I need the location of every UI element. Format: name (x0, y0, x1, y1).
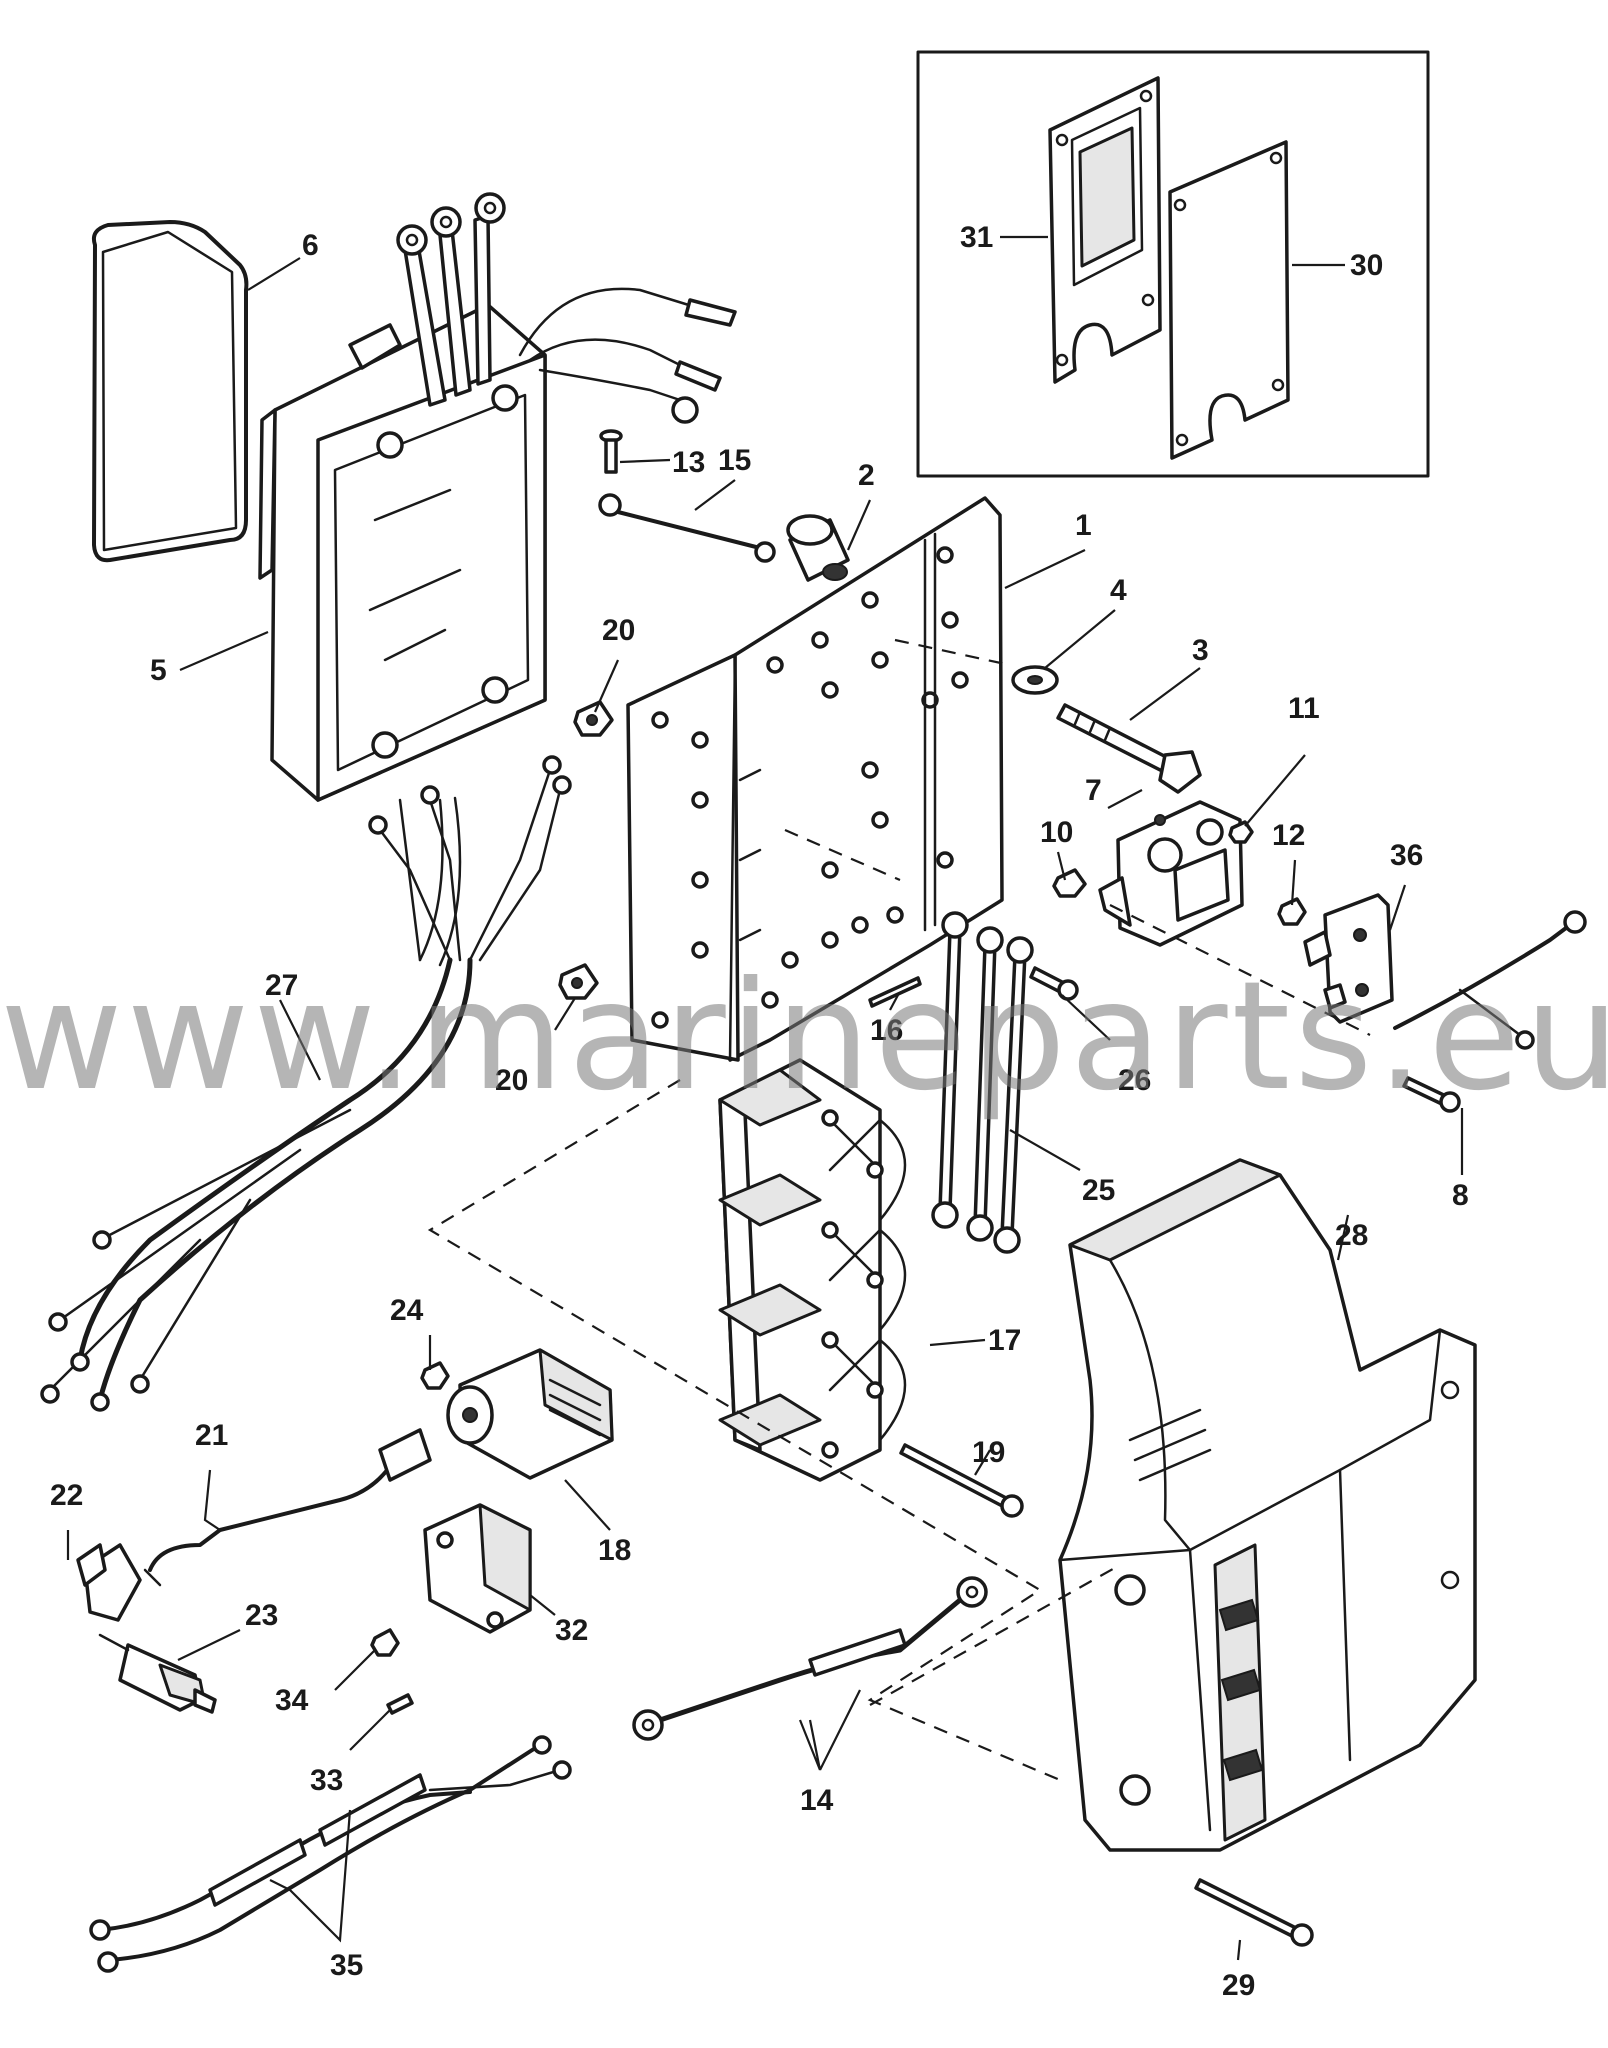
part-25-straps (931, 911, 1034, 1254)
part-3-bolt (1056, 703, 1202, 794)
callout-15: 15 (718, 444, 751, 477)
part-21-lead (143, 1428, 432, 1587)
callout-2: 2 (858, 459, 875, 492)
part-5-switch-box (258, 192, 737, 967)
part-32-box (423, 1503, 532, 1634)
callout-labels: 1 2 3 4 5 6 7 8 10 11 12 13 14 15 16 17 … (50, 221, 1469, 2002)
part-29-screw (1194, 1878, 1314, 1947)
callout-8: 8 (1452, 1179, 1469, 1212)
callout-19: 19 (972, 1436, 1005, 1469)
callout-35: 35 (330, 1949, 363, 1982)
part-18-rectifier (446, 1348, 614, 1480)
callout-27: 27 (265, 969, 298, 1002)
callout-20: 20 (602, 614, 635, 647)
part-27-harness (40, 755, 572, 1412)
callout-36: 36 (1390, 839, 1423, 872)
part-28-cover (1058, 1158, 1477, 1852)
callout-6: 6 (302, 229, 319, 262)
part-20-nut-lower (558, 963, 599, 1000)
callout-21: 21 (195, 1419, 228, 1452)
callout-31: 31 (960, 221, 993, 254)
part-2-spacer (786, 514, 850, 582)
callout-26: 26 (1118, 1064, 1151, 1097)
part-17-coil-bracket (718, 1058, 907, 1482)
callout-1: 1 (1075, 509, 1092, 542)
part-15-ground-wire (598, 493, 776, 563)
part-13-screw (599, 429, 623, 474)
callout-33: 33 (310, 1764, 343, 1797)
callout-4: 4 (1110, 574, 1127, 607)
callout-25: 25 (1082, 1174, 1115, 1207)
part-1-mounting-plate (626, 496, 1004, 1062)
part-14-wire (632, 1576, 988, 1741)
part-24-nut (420, 1361, 450, 1390)
callout-12: 12 (1272, 819, 1305, 852)
part-22-spark-plug-boot (76, 1543, 142, 1622)
part-6-gasket (91, 220, 249, 563)
part-8-screw (1402, 1076, 1461, 1113)
callout-28: 28 (1335, 1219, 1368, 1252)
callout-17: 17 (988, 1324, 1021, 1357)
callout-11: 11 (1288, 692, 1320, 725)
part-11-nut (1228, 820, 1254, 844)
part-16-pin (868, 976, 922, 1008)
part-26-screw (1029, 966, 1079, 1001)
callout-18: 18 (598, 1534, 631, 1567)
part-36-wire (1393, 923, 1572, 1030)
part-20-nut-upper (573, 700, 614, 737)
part-4-washer (1011, 665, 1059, 695)
part-34-nut (370, 1628, 400, 1657)
callout-24: 24 (390, 1294, 424, 1327)
part-10-nut (1052, 868, 1087, 898)
part-19-bolt (899, 1443, 1024, 1518)
plate-holes (651, 546, 969, 1029)
callout-32: 32 (555, 1614, 588, 1647)
callout-20-lower: 20 (495, 1064, 528, 1097)
callout-13: 13 (672, 446, 705, 479)
callout-23: 23 (245, 1599, 278, 1632)
part-12-nut (1277, 897, 1307, 926)
callout-14: 14 (800, 1784, 834, 1817)
callout-34: 34 (275, 1684, 309, 1717)
callout-29: 29 (1222, 1969, 1255, 2002)
callout-22: 22 (50, 1479, 83, 1512)
callout-5: 5 (150, 654, 167, 687)
callout-10: 10 (1040, 816, 1073, 849)
callout-30: 30 (1350, 249, 1383, 282)
part-33-screw (386, 1693, 414, 1715)
callout-3: 3 (1192, 634, 1209, 667)
callout-16: 16 (870, 1014, 903, 1047)
inset-box (916, 50, 1430, 478)
part-31-gasket (1048, 76, 1162, 384)
callout-7: 7 (1085, 774, 1102, 807)
part-7-solenoid (1098, 800, 1244, 947)
part-30-plate (1168, 140, 1290, 460)
part-35-harness (89, 1735, 572, 1973)
part-23-spark-plug (98, 1633, 217, 1714)
alignment-lines (427, 638, 1371, 1782)
leader-lines (66, 235, 1464, 1961)
part-36-terminal-block (1303, 893, 1394, 1024)
